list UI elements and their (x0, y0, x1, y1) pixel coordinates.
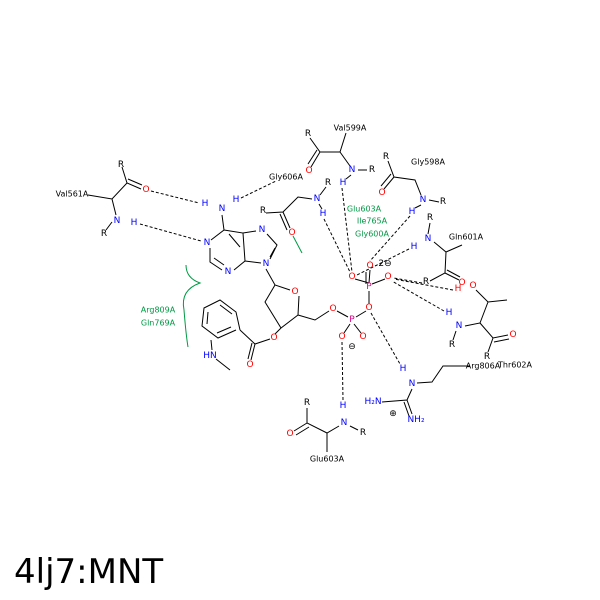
residue-label-glu603a: Glu603A (310, 455, 345, 464)
residue-label-arg806a: Arg806A (466, 362, 501, 371)
atom-h: H (340, 178, 347, 188)
atom-h: H (409, 207, 416, 217)
atom-h2n: H₂N (364, 397, 381, 407)
atom-r: R (101, 229, 107, 239)
atom-n: N (341, 418, 348, 428)
atom-p-beta: P (366, 282, 372, 292)
atom-o: O (286, 429, 293, 439)
atom-r: R (440, 197, 446, 207)
atom-nh2: NH₂ (407, 415, 425, 425)
atom-o: O (142, 185, 149, 195)
atom-h: H (202, 199, 209, 209)
atom-r: R (427, 213, 433, 223)
atom-n: N (114, 216, 121, 226)
atom-o: O (384, 272, 391, 282)
atom-hn: HN (203, 351, 217, 361)
atom-o: O (469, 281, 476, 291)
atom-h: H (455, 284, 462, 294)
atom-n: N (420, 195, 427, 205)
atom-o3: O (270, 333, 277, 343)
hydrophobic-label: Arg809A (141, 306, 176, 315)
atom-o: O (378, 188, 385, 198)
atom-h: H (411, 242, 418, 252)
atom-r: R (360, 428, 366, 438)
structure-title: 4lj7:MNT (14, 552, 164, 592)
atom-o: O (288, 228, 295, 238)
hydrophobic-label: Gln769A (141, 319, 176, 328)
atom-n: N (456, 321, 463, 331)
atom-r: R (325, 178, 331, 188)
atom-n: N (409, 379, 416, 389)
residue-label-val599a: Val599A (334, 124, 367, 133)
atom-r: R (304, 398, 310, 408)
atom-n: N (349, 165, 356, 175)
hydrogen-bonds (139, 180, 454, 401)
charge-minus2: 2⊖ (378, 259, 391, 269)
hydrophobic-label: Gly600A (355, 230, 389, 239)
atom-h: H (233, 195, 240, 205)
hydrophobic-label: Ile765A (357, 217, 388, 226)
atom-o: O (509, 330, 516, 340)
atom-n1: N (204, 238, 211, 248)
atom-r: R (383, 152, 389, 162)
atom-n6: N (219, 204, 226, 214)
atom-o: O (305, 166, 312, 176)
atom-r: R (260, 206, 266, 216)
atom-h: H (446, 308, 453, 318)
residue-label-gln601a: Gln601A (449, 233, 484, 242)
atom-p-alpha: P (349, 315, 355, 325)
atom-r: R (305, 129, 311, 139)
atom-n7: N (259, 225, 266, 235)
atom-o5: O (329, 304, 336, 314)
atom-h: H (320, 209, 327, 219)
atom-o: O (359, 332, 366, 342)
atom-h: H (340, 401, 347, 411)
atom-n9: N (263, 259, 270, 269)
atom-r: R (118, 160, 124, 170)
residue-label-val561a: Val561A (56, 190, 89, 199)
atoms: R O N H R N H H N N N N O O O HN O P O O… (101, 129, 517, 439)
atom-h: H (400, 364, 407, 374)
atom-o: O (458, 278, 465, 288)
charge-plus: ⊕ (389, 409, 397, 419)
residue-label-thr602a: Thr602A (497, 361, 533, 370)
atom-o: O (366, 261, 373, 271)
atom-n3: N (225, 267, 232, 277)
charge-minus: ⊖ (348, 342, 356, 352)
atom-n: N (314, 194, 321, 204)
atom-h: H (131, 218, 138, 228)
residue-label-gly606a: Gly606A (269, 173, 303, 182)
atom-r: R (484, 352, 490, 362)
hydrophobic-arcs (182, 235, 303, 348)
atom-r: R (449, 340, 455, 350)
atom-r: R (369, 165, 375, 175)
atom-o4: O (291, 287, 298, 297)
residue-label-gly598a: Gly598A (411, 158, 445, 167)
residue-labels: Val561A Gly606A Val599A Gly598A Gln601A … (56, 124, 533, 464)
atom-o: O (348, 272, 355, 282)
atom-o: O (365, 303, 372, 313)
hydrophobic-label: Glu603A (347, 205, 382, 214)
atom-r: R (423, 277, 429, 287)
atom-n: N (425, 234, 432, 244)
atom-o: O (246, 360, 253, 370)
bonds (87, 132, 510, 452)
atom-o: O (338, 332, 345, 342)
